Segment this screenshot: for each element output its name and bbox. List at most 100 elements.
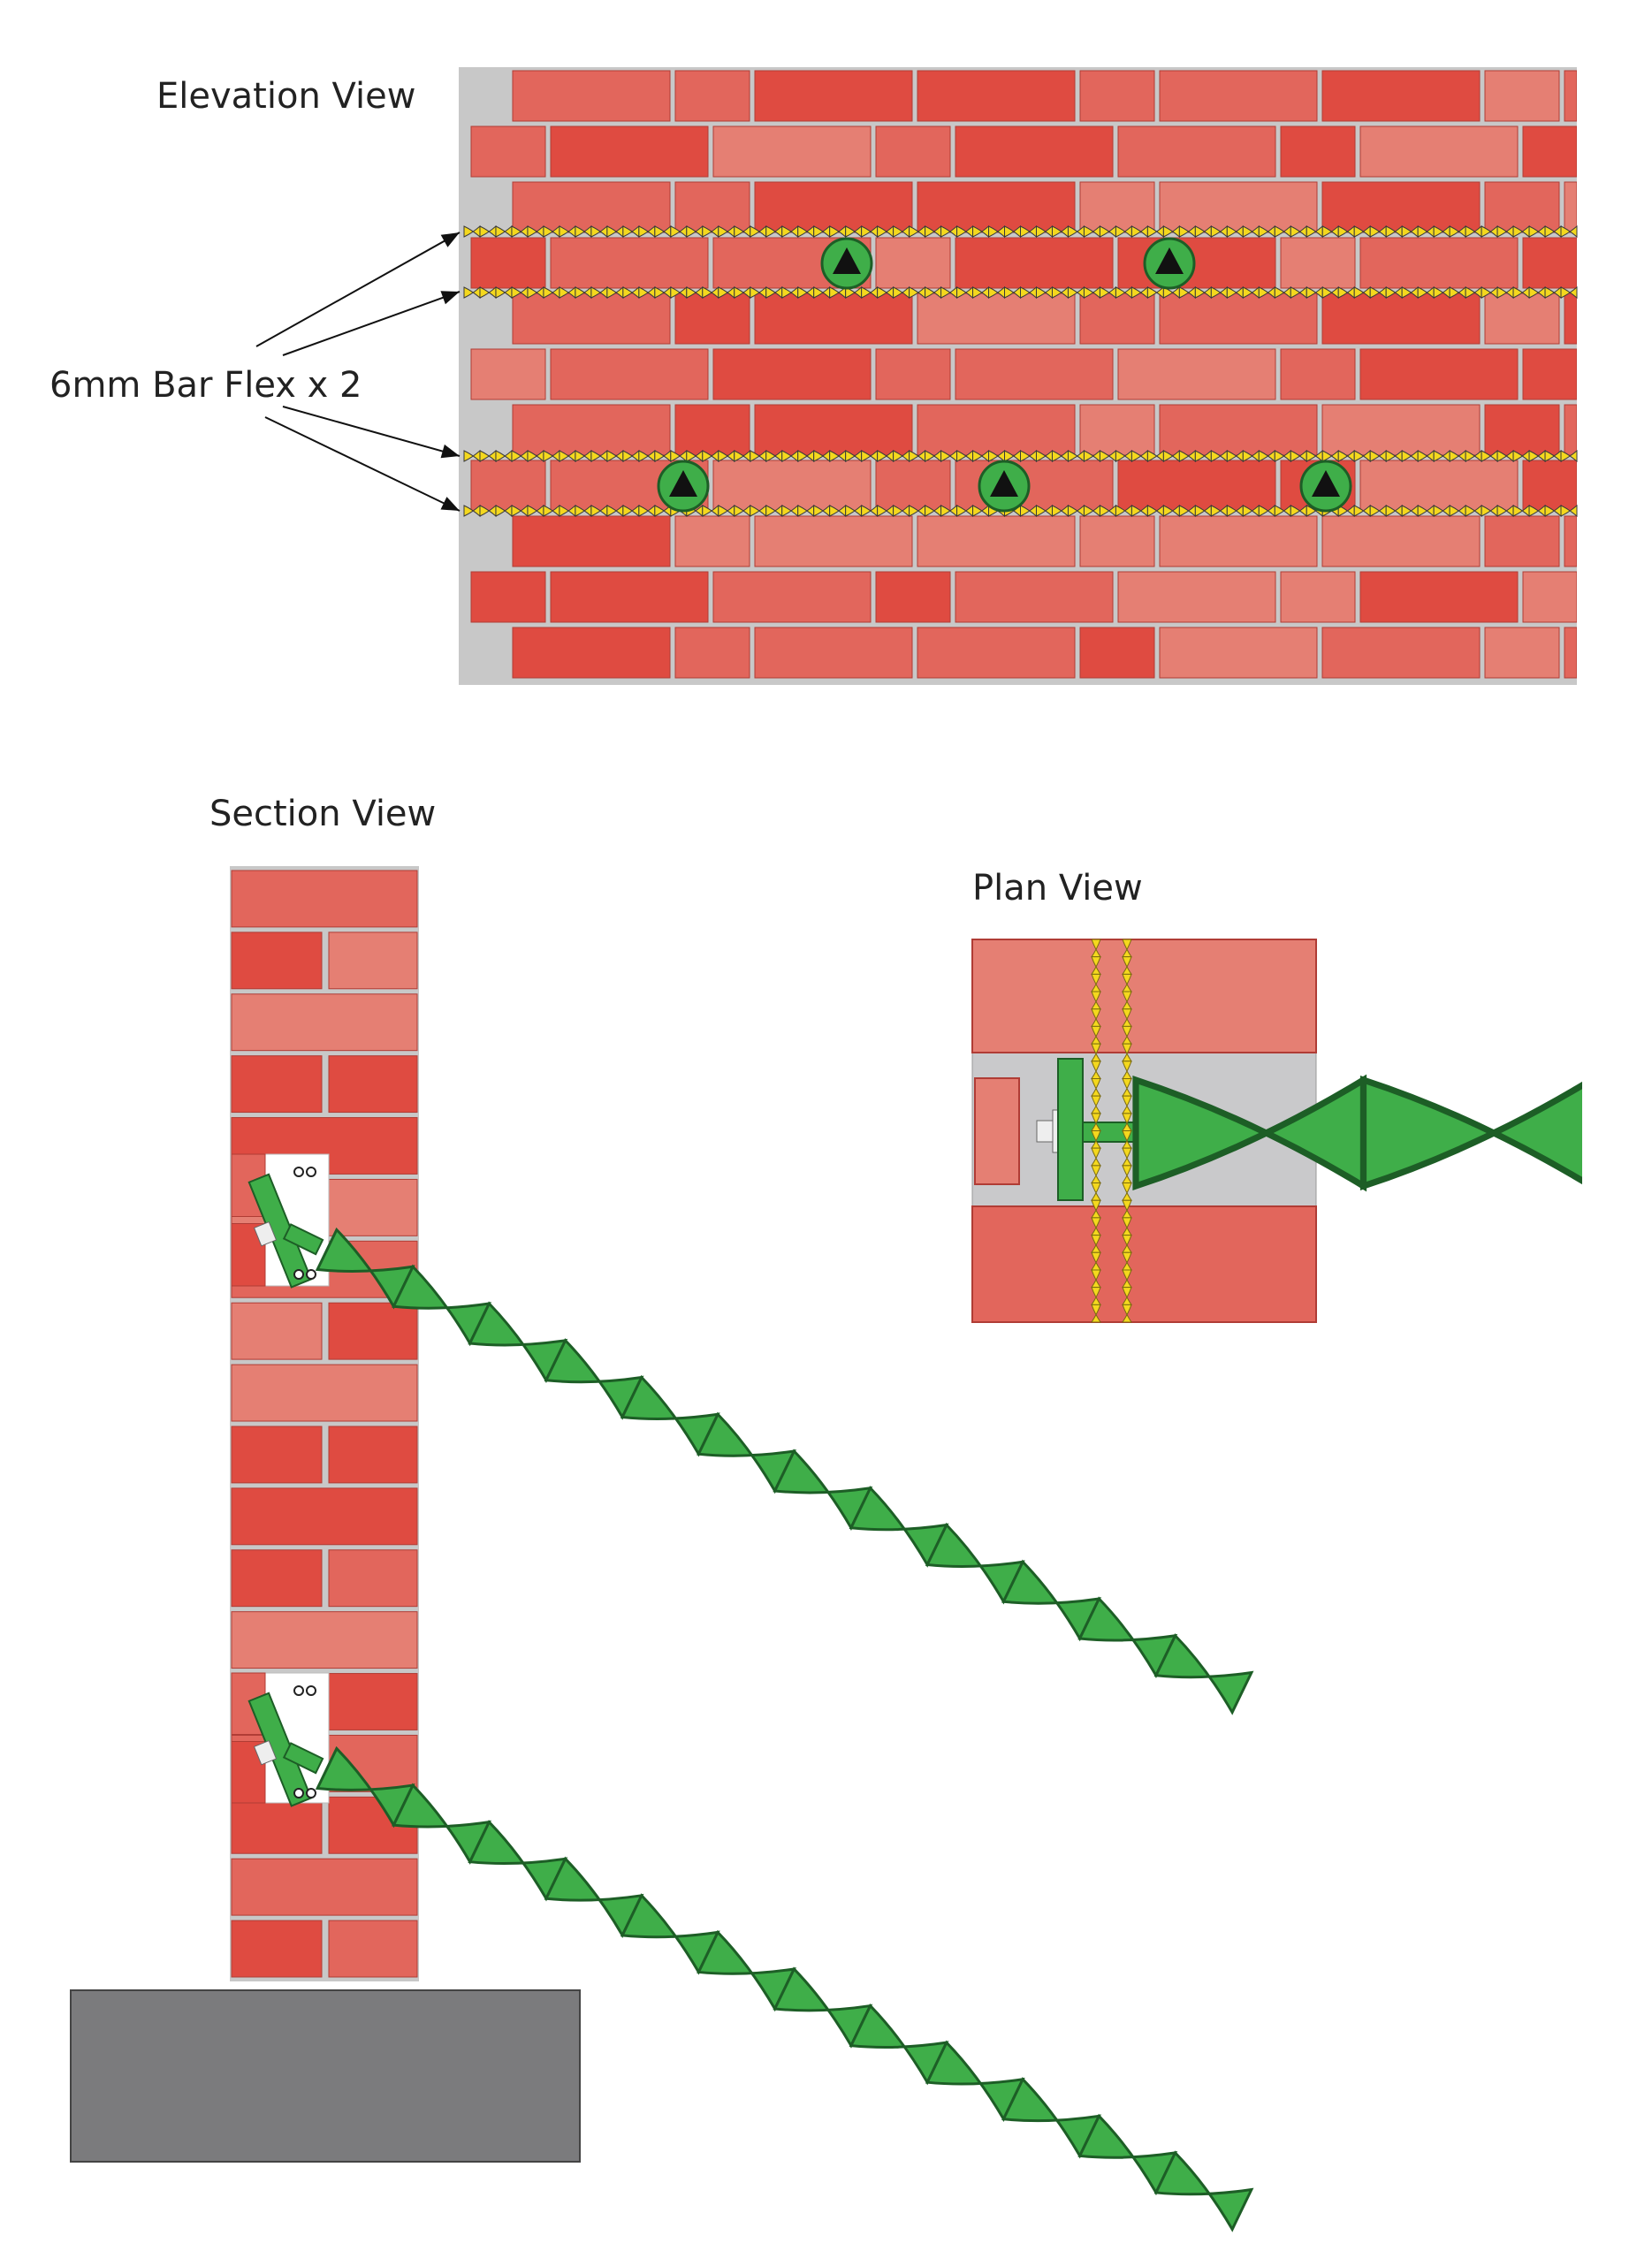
elevation-brick bbox=[1321, 181, 1481, 233]
elevation-brick bbox=[1484, 181, 1560, 233]
elevation-brick bbox=[1522, 348, 1577, 400]
bar-flex-section-dot bbox=[306, 1685, 316, 1696]
elevation-brick bbox=[1484, 515, 1560, 567]
elevation-brick bbox=[1522, 571, 1577, 623]
elevation-brick bbox=[1484, 70, 1560, 122]
section-brick-inner bbox=[328, 1549, 418, 1608]
elevation-brick bbox=[1564, 70, 1577, 122]
elevation-brick bbox=[674, 627, 750, 679]
rope-strand bbox=[1359, 1076, 1582, 1190]
elevation-brick bbox=[1321, 404, 1481, 456]
elevation-brick bbox=[1117, 125, 1276, 178]
elevation-brick bbox=[875, 348, 951, 400]
plan-anchor-nut-icon bbox=[1036, 1120, 1054, 1143]
triangle-marker-icon bbox=[833, 247, 861, 274]
elevation-brick bbox=[1522, 237, 1577, 289]
section-brick-outer bbox=[231, 1796, 323, 1854]
bar-flex-section-dot bbox=[306, 1269, 316, 1280]
elevation-brick bbox=[1079, 293, 1155, 345]
bar-flex-section-dot bbox=[306, 1788, 316, 1798]
bar-flex-section-dot bbox=[293, 1269, 304, 1280]
elevation-brick bbox=[1321, 515, 1481, 567]
anchor-nut-icon bbox=[253, 1220, 278, 1247]
rope-strand bbox=[1560, 449, 1578, 463]
elevation-brick bbox=[674, 404, 750, 456]
elevation-brick bbox=[1522, 125, 1577, 178]
elevation-brick bbox=[1359, 348, 1519, 400]
section-brick-inner bbox=[328, 1673, 418, 1730]
plan-bar-flex bbox=[1122, 939, 1132, 1323]
elevation-brick bbox=[1117, 571, 1276, 623]
rope-strand bbox=[1560, 224, 1578, 239]
rope-strand bbox=[1122, 1304, 1132, 1323]
anchor-head-icon bbox=[657, 460, 710, 513]
plan-brick-bottom bbox=[971, 1205, 1317, 1323]
elevation-brick bbox=[1280, 348, 1356, 400]
section-brick-inner bbox=[328, 931, 418, 990]
elevation-brick bbox=[1280, 571, 1356, 623]
elevation-brick bbox=[550, 348, 709, 400]
anchor-nut-icon bbox=[253, 1739, 278, 1766]
arrow-icon bbox=[440, 232, 460, 247]
anchor-head-icon bbox=[820, 237, 873, 290]
helical-anchor-rod bbox=[315, 1745, 1254, 2232]
elevation-brick bbox=[470, 571, 546, 623]
elevation-brick bbox=[1564, 293, 1577, 345]
section-brick-outer bbox=[231, 1426, 323, 1484]
elevation-brick bbox=[875, 571, 951, 623]
elevation-brick bbox=[1359, 237, 1519, 289]
bar-flex-line bbox=[463, 285, 1578, 300]
rope-strand bbox=[1560, 285, 1578, 300]
arrow-icon bbox=[282, 406, 461, 457]
elevation-brick bbox=[1359, 125, 1519, 178]
elevation-brick bbox=[512, 70, 671, 122]
elevation-brick bbox=[1117, 237, 1276, 289]
section-brick-inner bbox=[328, 1426, 418, 1484]
triangle-marker-icon bbox=[1155, 247, 1184, 274]
elevation-brick bbox=[917, 181, 1076, 233]
anchor-head-icon bbox=[1299, 460, 1352, 513]
arrow-icon bbox=[440, 444, 460, 459]
section-brick-header bbox=[231, 1364, 418, 1422]
elevation-brick bbox=[1359, 460, 1519, 512]
plan-view bbox=[971, 939, 1582, 1323]
elevation-brick bbox=[1079, 70, 1155, 122]
elevation-brick bbox=[917, 515, 1076, 567]
arrow-icon bbox=[440, 497, 460, 511]
elevation-brick bbox=[917, 293, 1076, 345]
elevation-brick bbox=[1079, 181, 1155, 233]
bar-flex-label: 6mm Bar Flex x 2 bbox=[49, 365, 362, 406]
elevation-brick bbox=[955, 348, 1114, 400]
bar-flex-section-dot bbox=[293, 1788, 304, 1798]
elevation-brick bbox=[1321, 627, 1481, 679]
elevation-brick bbox=[1159, 181, 1318, 233]
anchor-head-icon bbox=[978, 460, 1031, 513]
elevation-brick bbox=[917, 404, 1076, 456]
elevation-brick bbox=[712, 460, 872, 512]
elevation-brick bbox=[470, 125, 546, 178]
elevation-bar-flex bbox=[463, 224, 1578, 518]
section-brick-inner bbox=[328, 1302, 418, 1360]
elevation-brick bbox=[1079, 404, 1155, 456]
section-brick-outer bbox=[231, 1055, 323, 1114]
elevation-brick bbox=[1564, 404, 1577, 456]
elevation-brick bbox=[875, 125, 951, 178]
rope-strand bbox=[1560, 504, 1578, 518]
elevation-brick bbox=[1117, 348, 1276, 400]
elevation-brick bbox=[674, 181, 750, 233]
elevation-brick bbox=[550, 571, 709, 623]
anchor-head-icon bbox=[1143, 237, 1196, 290]
section-brick-outer bbox=[231, 1549, 323, 1608]
elevation-brick bbox=[1159, 627, 1318, 679]
bar-flex-section-dot bbox=[293, 1167, 304, 1177]
elevation-brick bbox=[754, 293, 913, 345]
plan-bar-flex bbox=[1091, 939, 1101, 1323]
elevation-brick bbox=[712, 571, 872, 623]
elevation-brick bbox=[754, 181, 913, 233]
section-brick-inner bbox=[328, 1055, 418, 1114]
section-view bbox=[70, 866, 1254, 2232]
elevation-brick bbox=[754, 404, 913, 456]
elevation-brick bbox=[1159, 70, 1318, 122]
